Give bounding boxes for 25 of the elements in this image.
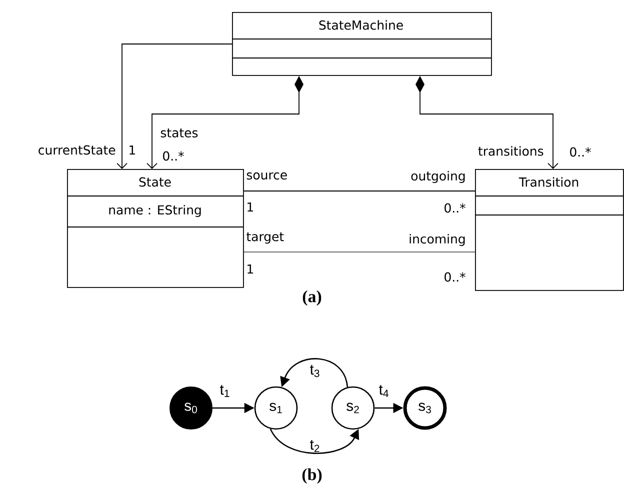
role-label: source (246, 172, 287, 180)
multiplicity-label: 0..* (444, 203, 466, 213)
multiplicity-label: 1 (248, 202, 253, 212)
edge-label: t$_{3}$ (310, 364, 320, 378)
subfigure-label: (b) (302, 468, 322, 484)
multiplicity-label: 1 (130, 145, 135, 155)
multiplicity-label: 0..* (570, 147, 591, 157)
association-line (243, 190, 476, 192)
edge-label: t$_{4}$ (379, 385, 388, 397)
association-arrow (116, 44, 232, 169)
edge-label: t$_{2}$ (310, 440, 320, 452)
multiplicity-label: 0..* (163, 151, 184, 161)
role-label: transitions (478, 146, 544, 156)
role-label: currentState (38, 145, 116, 155)
role-label: outgoing (411, 170, 465, 184)
edge-label: t$_{1}$ (220, 385, 230, 397)
transition-arrow (270, 428, 360, 454)
role-label: states (160, 128, 198, 138)
class-box: Transition (474, 169, 624, 291)
role-label: incoming (410, 234, 465, 246)
class-box: StateMachine (232, 12, 492, 76)
subfigure-label: (a) (302, 290, 322, 306)
transition-arrow (280, 358, 348, 388)
role-label: target (246, 232, 284, 244)
class-box: State name : EString (66, 169, 244, 288)
